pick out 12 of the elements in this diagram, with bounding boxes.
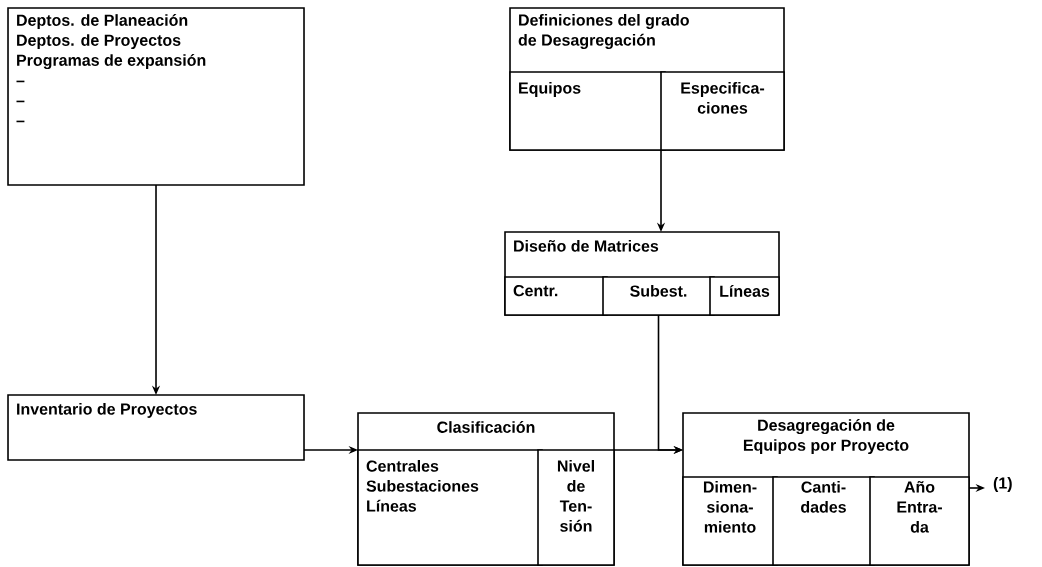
table-cell: Dimen- siona- miento	[682, 476, 778, 566]
table-cell: Subest.	[602, 276, 715, 316]
table-cell: Canti- dades	[772, 476, 875, 566]
table-cell: Líneas	[709, 276, 780, 316]
process-box: Deptos. de Planeación Deptos. de Proyectos Programas de expansión – – –	[7, 7, 305, 186]
process-box: Inventario de Proyectos	[7, 394, 305, 461]
output-label: (1)	[993, 477, 1012, 492]
table-cell: Nivel de Ten- sión	[537, 449, 615, 566]
table-cell: Equipos	[509, 71, 666, 151]
table-cell: Año Entra- da	[869, 476, 970, 566]
table-cell: Centr.	[504, 276, 608, 316]
table-cell: Especifica- ciones	[660, 71, 785, 151]
